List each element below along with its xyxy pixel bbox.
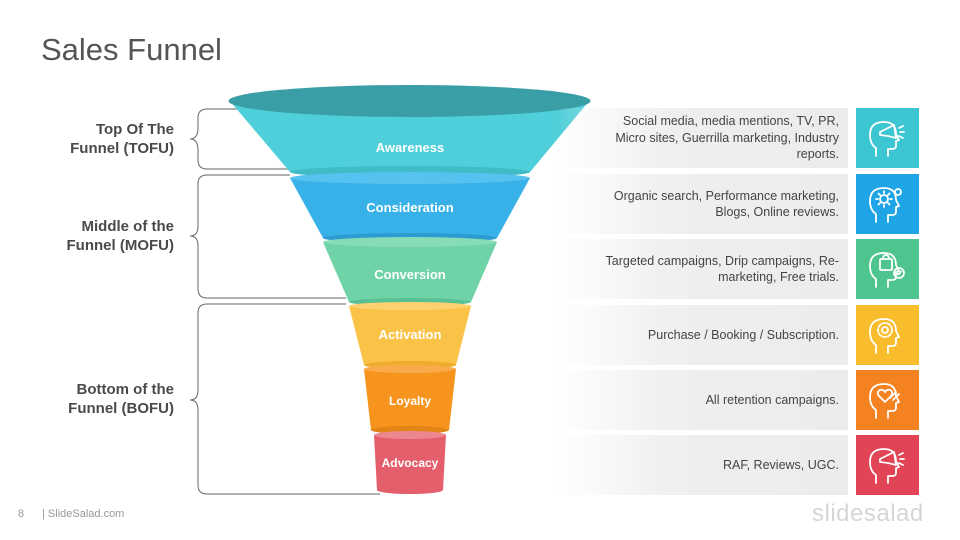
- megaphone-head-icon: [856, 108, 919, 168]
- heart-head-icon: [856, 370, 919, 430]
- stage-label-tofu: Top Of The Funnel (TOFU): [4, 120, 174, 158]
- description-text: Purchase / Booking / Subscription.: [647, 327, 839, 342]
- settings-head-icon: [856, 305, 919, 365]
- footer-site: | SlideSalad.com: [42, 508, 125, 520]
- description-text: Organic search, Performance marketing, B…: [613, 188, 839, 220]
- description-box-advocacy: RAF, Reviews, UGC.: [556, 435, 848, 495]
- shopping-bag-head-icon: [856, 239, 919, 299]
- slidesalad-logo: slidesalad: [812, 500, 924, 527]
- funnel-label-conversion: Conversion: [374, 267, 446, 282]
- description-text: Targeted campaigns, Drip campaigns, Re-m…: [605, 253, 839, 285]
- description-text: All retention campaigns.: [705, 392, 839, 407]
- bracket-tofu: [189, 108, 290, 170]
- stage-label-line: Bottom of the: [76, 381, 174, 398]
- funnel-segment-advocacy: [374, 431, 446, 494]
- funnel-segment-activation: [349, 302, 471, 369]
- page-number: 8: [18, 508, 25, 520]
- bracket-mofu: [189, 174, 346, 299]
- stage-label-bofu: Bottom of the Funnel (BOFU): [4, 380, 174, 418]
- stage-label-line: Funnel (BOFU): [68, 400, 174, 417]
- description-box-awareness: Social media, media mentions, TV, PR, Mi…: [556, 108, 848, 168]
- description-box-activation: Purchase / Booking / Subscription.: [556, 305, 848, 365]
- bracket-bofu: [189, 303, 380, 495]
- brackets: [189, 108, 380, 495]
- description-box-loyalty: All retention campaigns.: [556, 370, 848, 430]
- funnel-label-advocacy: Advocacy: [381, 456, 439, 470]
- description-box-conversion: Targeted campaigns, Drip campaigns, Re-m…: [556, 239, 848, 299]
- stage-label-line: Middle of the: [81, 218, 175, 235]
- stage-label-mofu: Middle of the Funnel (MOFU): [4, 217, 174, 255]
- description-text: Social media, media mentions, TV, PR, Mi…: [615, 114, 839, 162]
- gear-head-icon: [856, 174, 919, 234]
- funnel-label-activation: Activation: [378, 327, 442, 342]
- funnel-segment-awareness: [228, 85, 591, 178]
- description-box-consideration: Organic search, Performance marketing, B…: [556, 174, 848, 234]
- funnel-label-consideration: Consideration: [366, 200, 454, 215]
- stage-label-line: Funnel (TOFU): [70, 140, 174, 157]
- funnel-label-awareness: Awareness: [375, 140, 445, 155]
- page-title: Sales Funnel: [41, 32, 222, 67]
- stage-label-line: Top Of The: [95, 121, 174, 138]
- stage-label-line: Funnel (MOFU): [66, 237, 174, 254]
- description-text: RAF, Reviews, UGC.: [723, 457, 839, 472]
- megaphone-head-icon: [856, 435, 919, 495]
- funnel-label-loyalty: Loyalty: [388, 394, 431, 408]
